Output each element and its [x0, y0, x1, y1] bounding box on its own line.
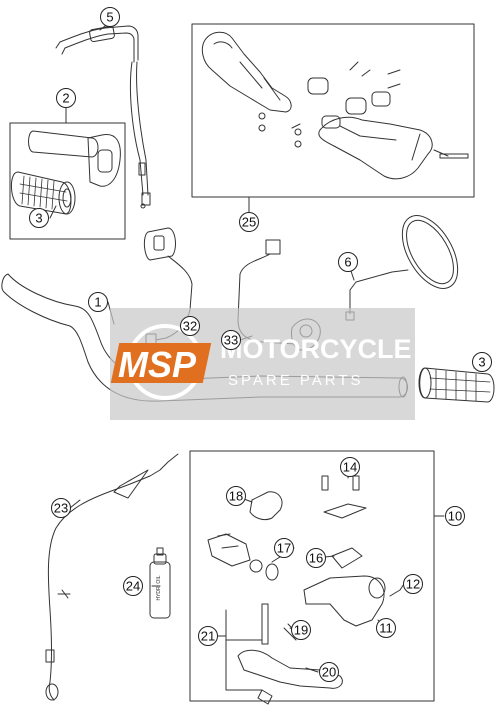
callout-12: 12 [403, 574, 423, 594]
svg-text:18: 18 [229, 489, 243, 504]
svg-text:5: 5 [106, 10, 113, 25]
watermark-line-2: SPARE PARTS [228, 372, 364, 389]
callout-33: 33 [221, 330, 241, 350]
handguard-assembly [201, 31, 469, 180]
callout-11: 11 [376, 618, 396, 638]
callout-24: 24 [123, 576, 143, 596]
callout-5: 5 [100, 7, 120, 27]
hydraulic-oil-bottle [149, 547, 171, 619]
svg-text:17: 17 [277, 541, 291, 556]
callout-10: 10 [445, 506, 465, 526]
svg-text:6: 6 [344, 255, 351, 270]
callout-3-left: 3 [29, 208, 49, 228]
svg-text:23: 23 [54, 501, 68, 516]
svg-text:33: 33 [224, 333, 238, 348]
callout-20: 20 [319, 662, 339, 682]
svg-text:1: 1 [94, 295, 101, 310]
callout-17: 17 [274, 538, 294, 558]
callout-32: 32 [180, 316, 200, 336]
callout-1: 1 [88, 292, 108, 312]
svg-text:14: 14 [343, 460, 357, 475]
watermark-logo-text: MSP [118, 344, 197, 385]
clutch-master-cylinder [207, 475, 401, 705]
clutch-cable [45, 453, 179, 701]
group-box-10 [189, 450, 435, 702]
svg-text:19: 19 [294, 623, 308, 638]
svg-text:21: 21 [201, 629, 215, 644]
callout-2: 2 [56, 88, 76, 108]
callout-18: 18 [226, 486, 246, 506]
throttle-assembly [11, 130, 121, 215]
callout-16: 16 [306, 548, 326, 568]
watermark-logo-mark: MSP [110, 324, 212, 400]
callout-19: 19 [291, 620, 311, 640]
group-box-25 [191, 23, 475, 198]
svg-text:25: 25 [242, 215, 256, 230]
callout-3-right: 3 [472, 352, 492, 372]
svg-text:24: 24 [126, 579, 140, 594]
svg-text:2: 2 [62, 91, 69, 106]
svg-text:20: 20 [322, 665, 336, 680]
watermark-line-1: MOTORCYCLE [220, 334, 412, 364]
svg-text:3: 3 [478, 355, 485, 370]
grip-right [418, 367, 495, 403]
mirror [345, 215, 459, 321]
callout-6: 6 [338, 252, 358, 272]
svg-text:32: 32 [183, 319, 197, 334]
callout-23: 23 [51, 498, 71, 518]
svg-text:11: 11 [379, 621, 393, 636]
bottle-label: HYDR. OIL [156, 575, 162, 600]
svg-text:12: 12 [406, 577, 420, 592]
svg-text:3: 3 [35, 211, 42, 226]
callout-21: 21 [198, 626, 218, 646]
throttle-cables [55, 25, 151, 209]
watermark: MSP MOTORCYCLE SPARE PARTS [110, 308, 415, 420]
svg-text:10: 10 [448, 509, 462, 524]
svg-text:16: 16 [309, 551, 323, 566]
callout-25: 25 [239, 212, 259, 232]
callouts: 5 2 3 25 6 1 32 33 3 14 18 10 23 17 16 1… [29, 7, 492, 682]
group-box-2 [9, 122, 126, 240]
callout-14: 14 [340, 457, 360, 477]
